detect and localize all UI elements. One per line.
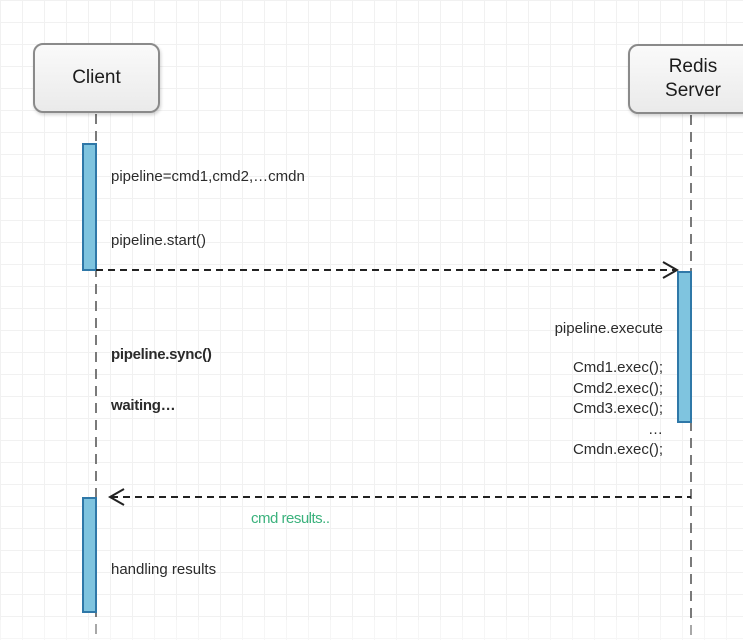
exec-line: Cmdn.exec(); [572,441,663,458]
client-actor: Client [33,43,160,113]
waiting-note: waiting… [111,397,176,414]
server-activation [677,271,692,423]
response-arrowhead [107,488,125,506]
handling-results-note: handling results [111,561,217,578]
pipeline-definition-note: pipeline=cmd1,cmd2,…cmdn [111,168,305,185]
exec-line: Cmd3.exec(); [572,400,663,417]
exec-ellipsis: … [648,420,663,438]
exec-list: Cmd1.exec(); Cmd2.exec(); Cmd3.exec(); …… [573,358,663,461]
pipeline-start-note: pipeline.start() [111,232,207,249]
request-arrowhead [662,261,680,279]
redis-server-actor: Redis Server [628,44,743,114]
client-actor-label: Client [72,67,121,88]
exec-line: Cmd2.exec(); [572,379,663,397]
pipeline-execute-note: pipeline.execute [554,320,663,337]
server-actor-label: Redis Server [665,56,721,101]
bottom-grid-band [0,620,743,640]
response-message-label: cmd results.. [251,510,330,527]
client-activation-bottom [82,497,97,613]
exec-line: Cmd1.exec(); [572,359,663,376]
pipeline-sync-note: pipeline.sync() [111,346,212,363]
client-activation-top [82,143,97,271]
